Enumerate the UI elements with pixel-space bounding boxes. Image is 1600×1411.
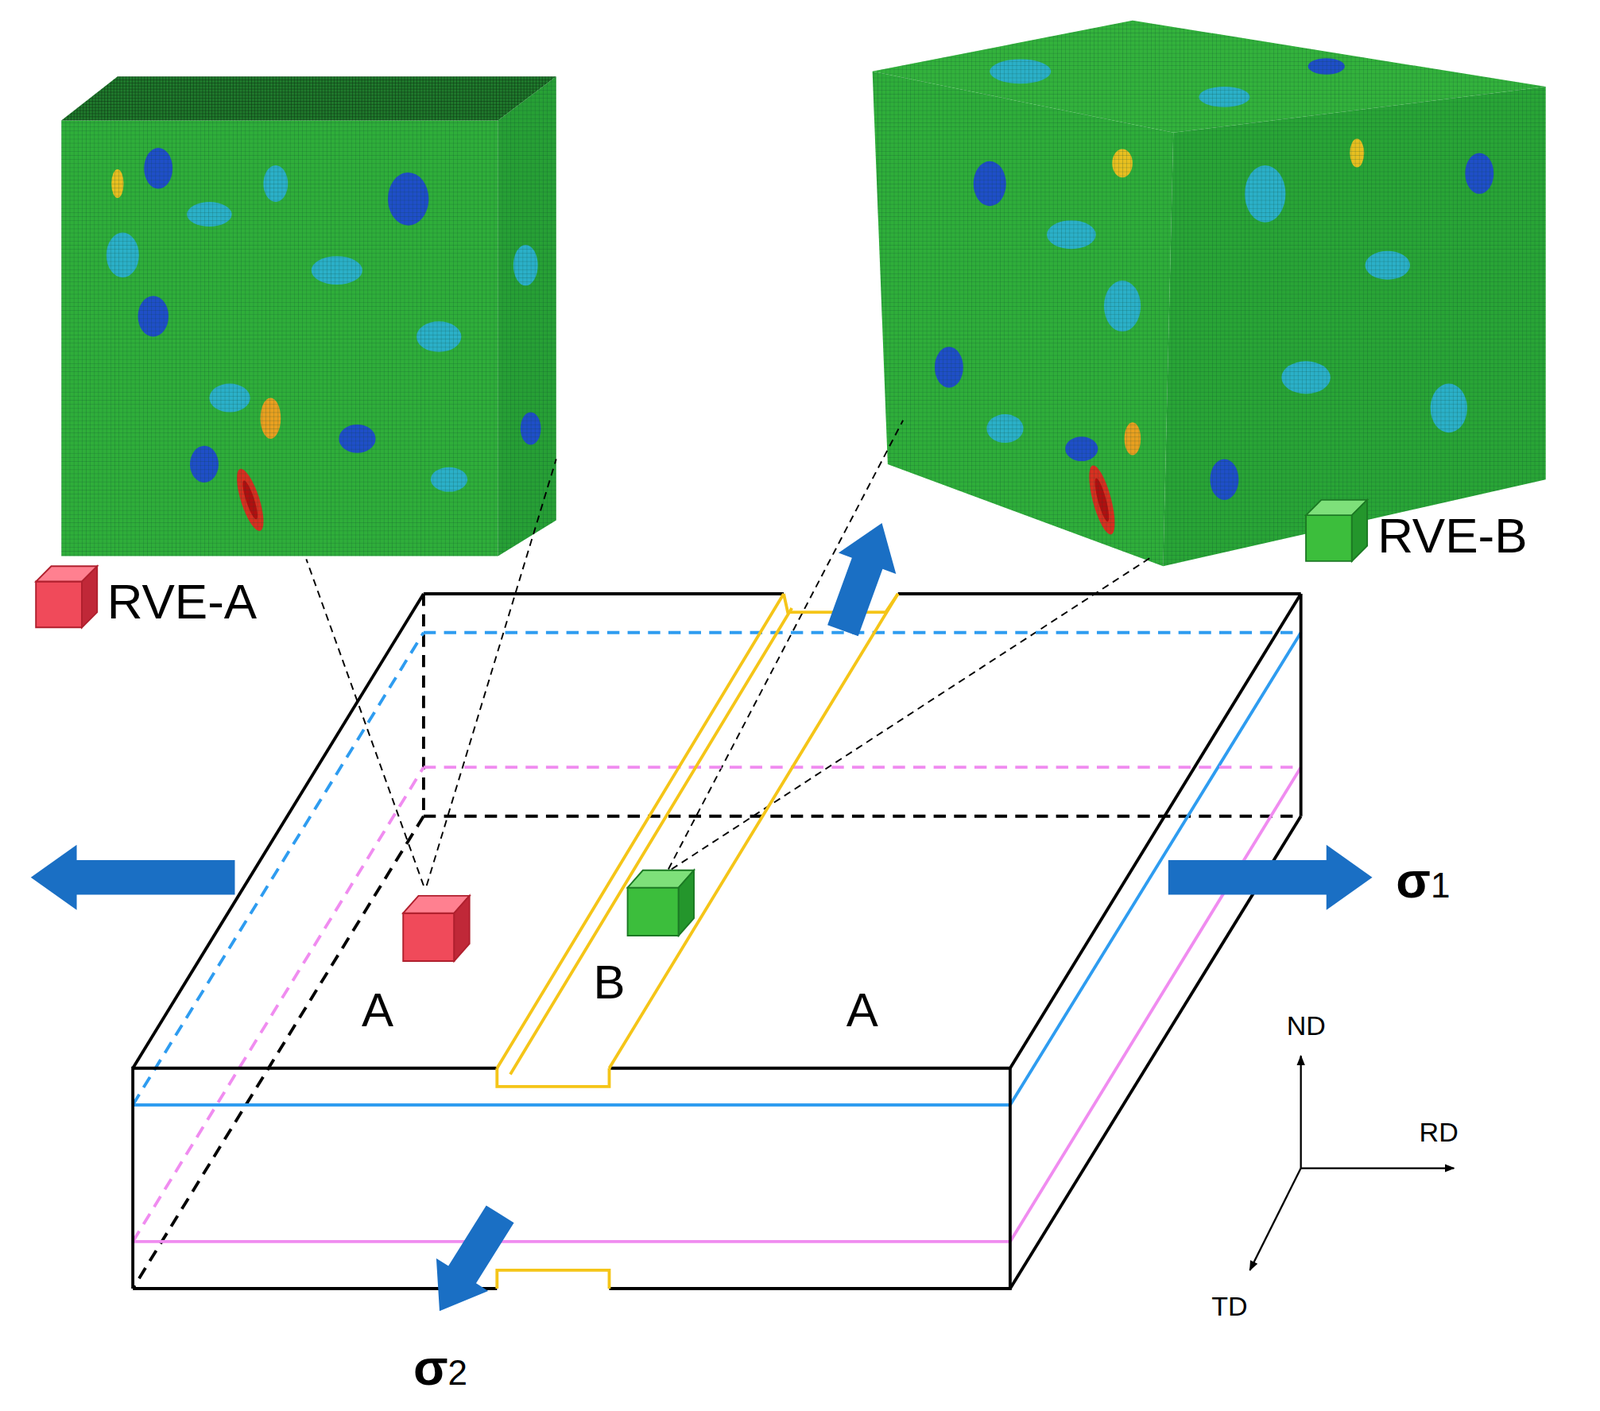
sheet-box — [132, 593, 1302, 1289]
axes — [1249, 1055, 1454, 1271]
rve-b-cube — [872, 20, 1546, 567]
axis-label: RD — [1419, 1117, 1459, 1147]
axis-label: ND — [1286, 1011, 1326, 1041]
rve-a-marker — [402, 895, 469, 961]
region-label: A — [846, 984, 879, 1037]
axis-label: TD — [1211, 1291, 1248, 1322]
region-label: B — [592, 956, 625, 1009]
rve-label: RVE-A — [107, 574, 257, 629]
region-label: A — [361, 984, 394, 1037]
stress-label: σ1 — [1395, 852, 1450, 908]
rve-b-marker — [627, 870, 694, 936]
rve-a-icon — [35, 565, 97, 628]
rve-b-icon — [1305, 499, 1368, 562]
rve-label: RVE-B — [1377, 508, 1527, 563]
rve-a-cube — [61, 76, 556, 556]
load-arrows — [30, 512, 1373, 1328]
stress-label: σ2 — [413, 1339, 468, 1395]
